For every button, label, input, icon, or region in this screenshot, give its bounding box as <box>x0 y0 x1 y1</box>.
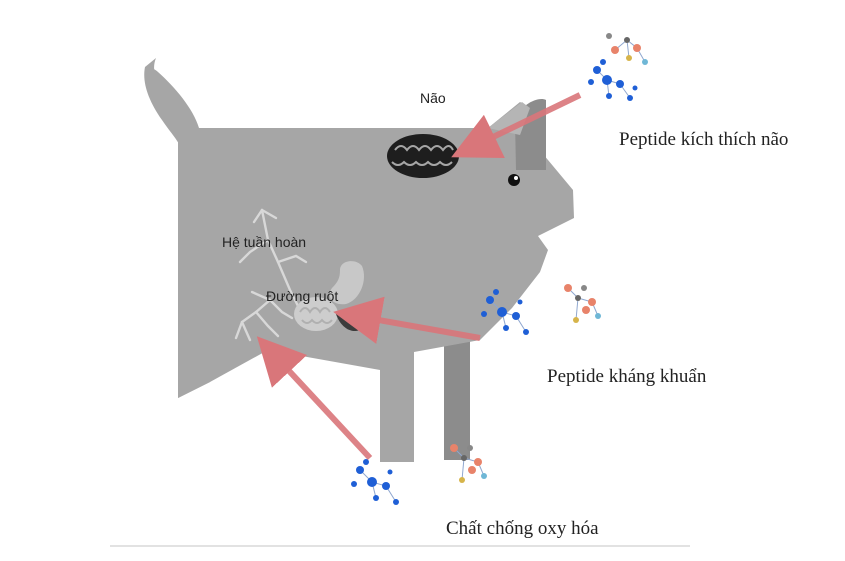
brain-icon <box>387 134 459 178</box>
molecule-icon <box>588 33 648 101</box>
circulatory-system-icon <box>234 208 308 342</box>
arrow-antioxidant <box>256 336 373 461</box>
label-peptide-brain-stimulating: Peptide kích thích não <box>619 129 789 150</box>
arrow-brain-stimulating <box>451 92 582 158</box>
molecule-icon <box>351 444 487 505</box>
pig-leg-front <box>380 344 414 462</box>
pig-body <box>178 102 574 460</box>
arrow-antibacterial <box>333 296 481 344</box>
label-antioxidant: Chất chống oxy hóa <box>446 518 599 539</box>
molecule-icon <box>481 284 601 335</box>
pig-eye <box>508 174 520 186</box>
label-intestine: Đường ruột <box>266 288 339 304</box>
label-circulatory-system: Hệ tuần hoàn <box>222 234 307 250</box>
label-peptide-antibacterial: Peptide kháng khuẩn <box>547 366 707 387</box>
pig-leg-back-left <box>178 350 268 398</box>
label-brain: Não <box>420 90 446 106</box>
